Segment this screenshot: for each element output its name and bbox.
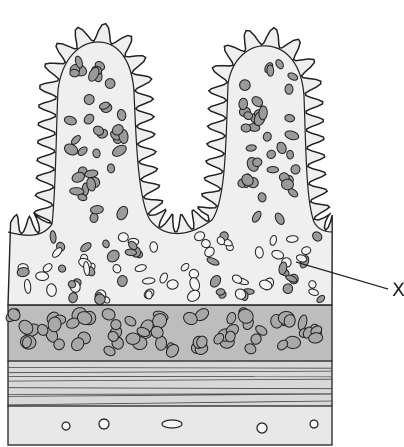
label-x: X xyxy=(392,279,404,301)
mucosa-cell xyxy=(145,291,152,299)
mucosa-cell xyxy=(286,235,298,242)
mucosa-cell xyxy=(216,288,225,295)
mucosa-cell xyxy=(238,98,248,110)
base-nucleus xyxy=(310,420,318,428)
base-nucleus xyxy=(257,423,267,433)
mucosa-cell xyxy=(149,241,157,252)
mucosa-cell xyxy=(118,232,129,241)
mucosa-cell xyxy=(267,65,274,77)
mucosa-cell xyxy=(286,150,293,159)
mucosa-cell xyxy=(50,230,57,243)
mucosa-cell xyxy=(259,106,268,120)
mucosa-cell xyxy=(281,179,294,190)
base-nucleus xyxy=(62,422,70,430)
mucosa-cell xyxy=(69,69,79,77)
base-nucleus xyxy=(99,419,109,429)
mucosa-cell xyxy=(241,124,251,133)
mucosa-cell xyxy=(267,167,278,173)
mucosa-cell xyxy=(283,283,294,294)
base-nucleus xyxy=(162,420,182,428)
mucosa-cell xyxy=(285,84,293,94)
muscle-layer xyxy=(8,360,332,406)
